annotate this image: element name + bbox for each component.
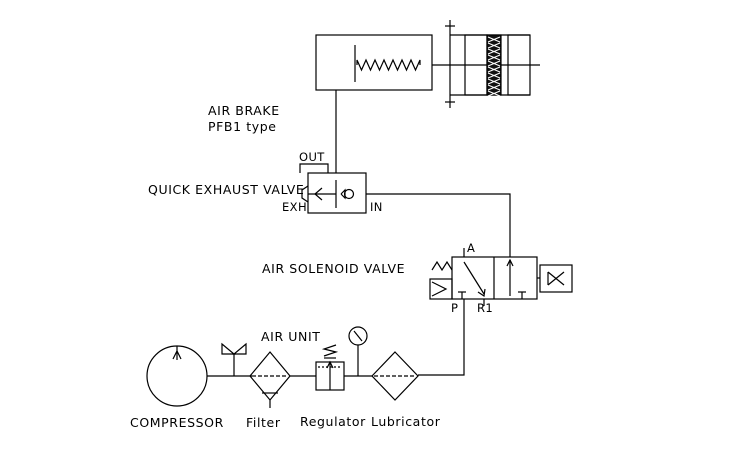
air-brake-cylinder (315, 34, 540, 91)
air-brake-label: AIR BRAKE (208, 103, 280, 118)
regulator (315, 344, 345, 391)
air-solenoid-valve (429, 248, 573, 318)
compressor (146, 345, 208, 407)
filter (249, 351, 291, 408)
lubricator-label: Lubricator (371, 414, 441, 429)
qev-exh-label: EXH (282, 200, 307, 214)
air-solenoid-valve-label: AIR SOLENOID VALVE (262, 261, 405, 276)
drain-valve-icon (221, 342, 247, 376)
air-unit-label: AIR UNIT (261, 329, 321, 344)
filter-label: Filter (246, 415, 281, 430)
brake-disc-assembly (445, 20, 531, 108)
quick-exhaust-valve (299, 163, 367, 214)
pressure-gauge-icon (348, 326, 368, 376)
qev-out-label: OUT (299, 150, 325, 164)
port-r1-label: R1 (477, 301, 493, 315)
qev-in-label: IN (370, 200, 383, 214)
compressor-label: COMPRESSOR (130, 415, 224, 430)
port-a-label: A (467, 241, 475, 255)
air-brake-type-label: PFB1 type (208, 119, 277, 134)
pipe-qev-to-solenoid (366, 193, 511, 257)
port-p-label: P (451, 301, 458, 315)
lubricator (371, 351, 419, 401)
quick-exhaust-valve-label: QUICK EXHAUST VALVE (148, 182, 304, 197)
regulator-label: Regulator (300, 414, 366, 429)
pipe-solenoid-to-air-unit (418, 318, 465, 376)
